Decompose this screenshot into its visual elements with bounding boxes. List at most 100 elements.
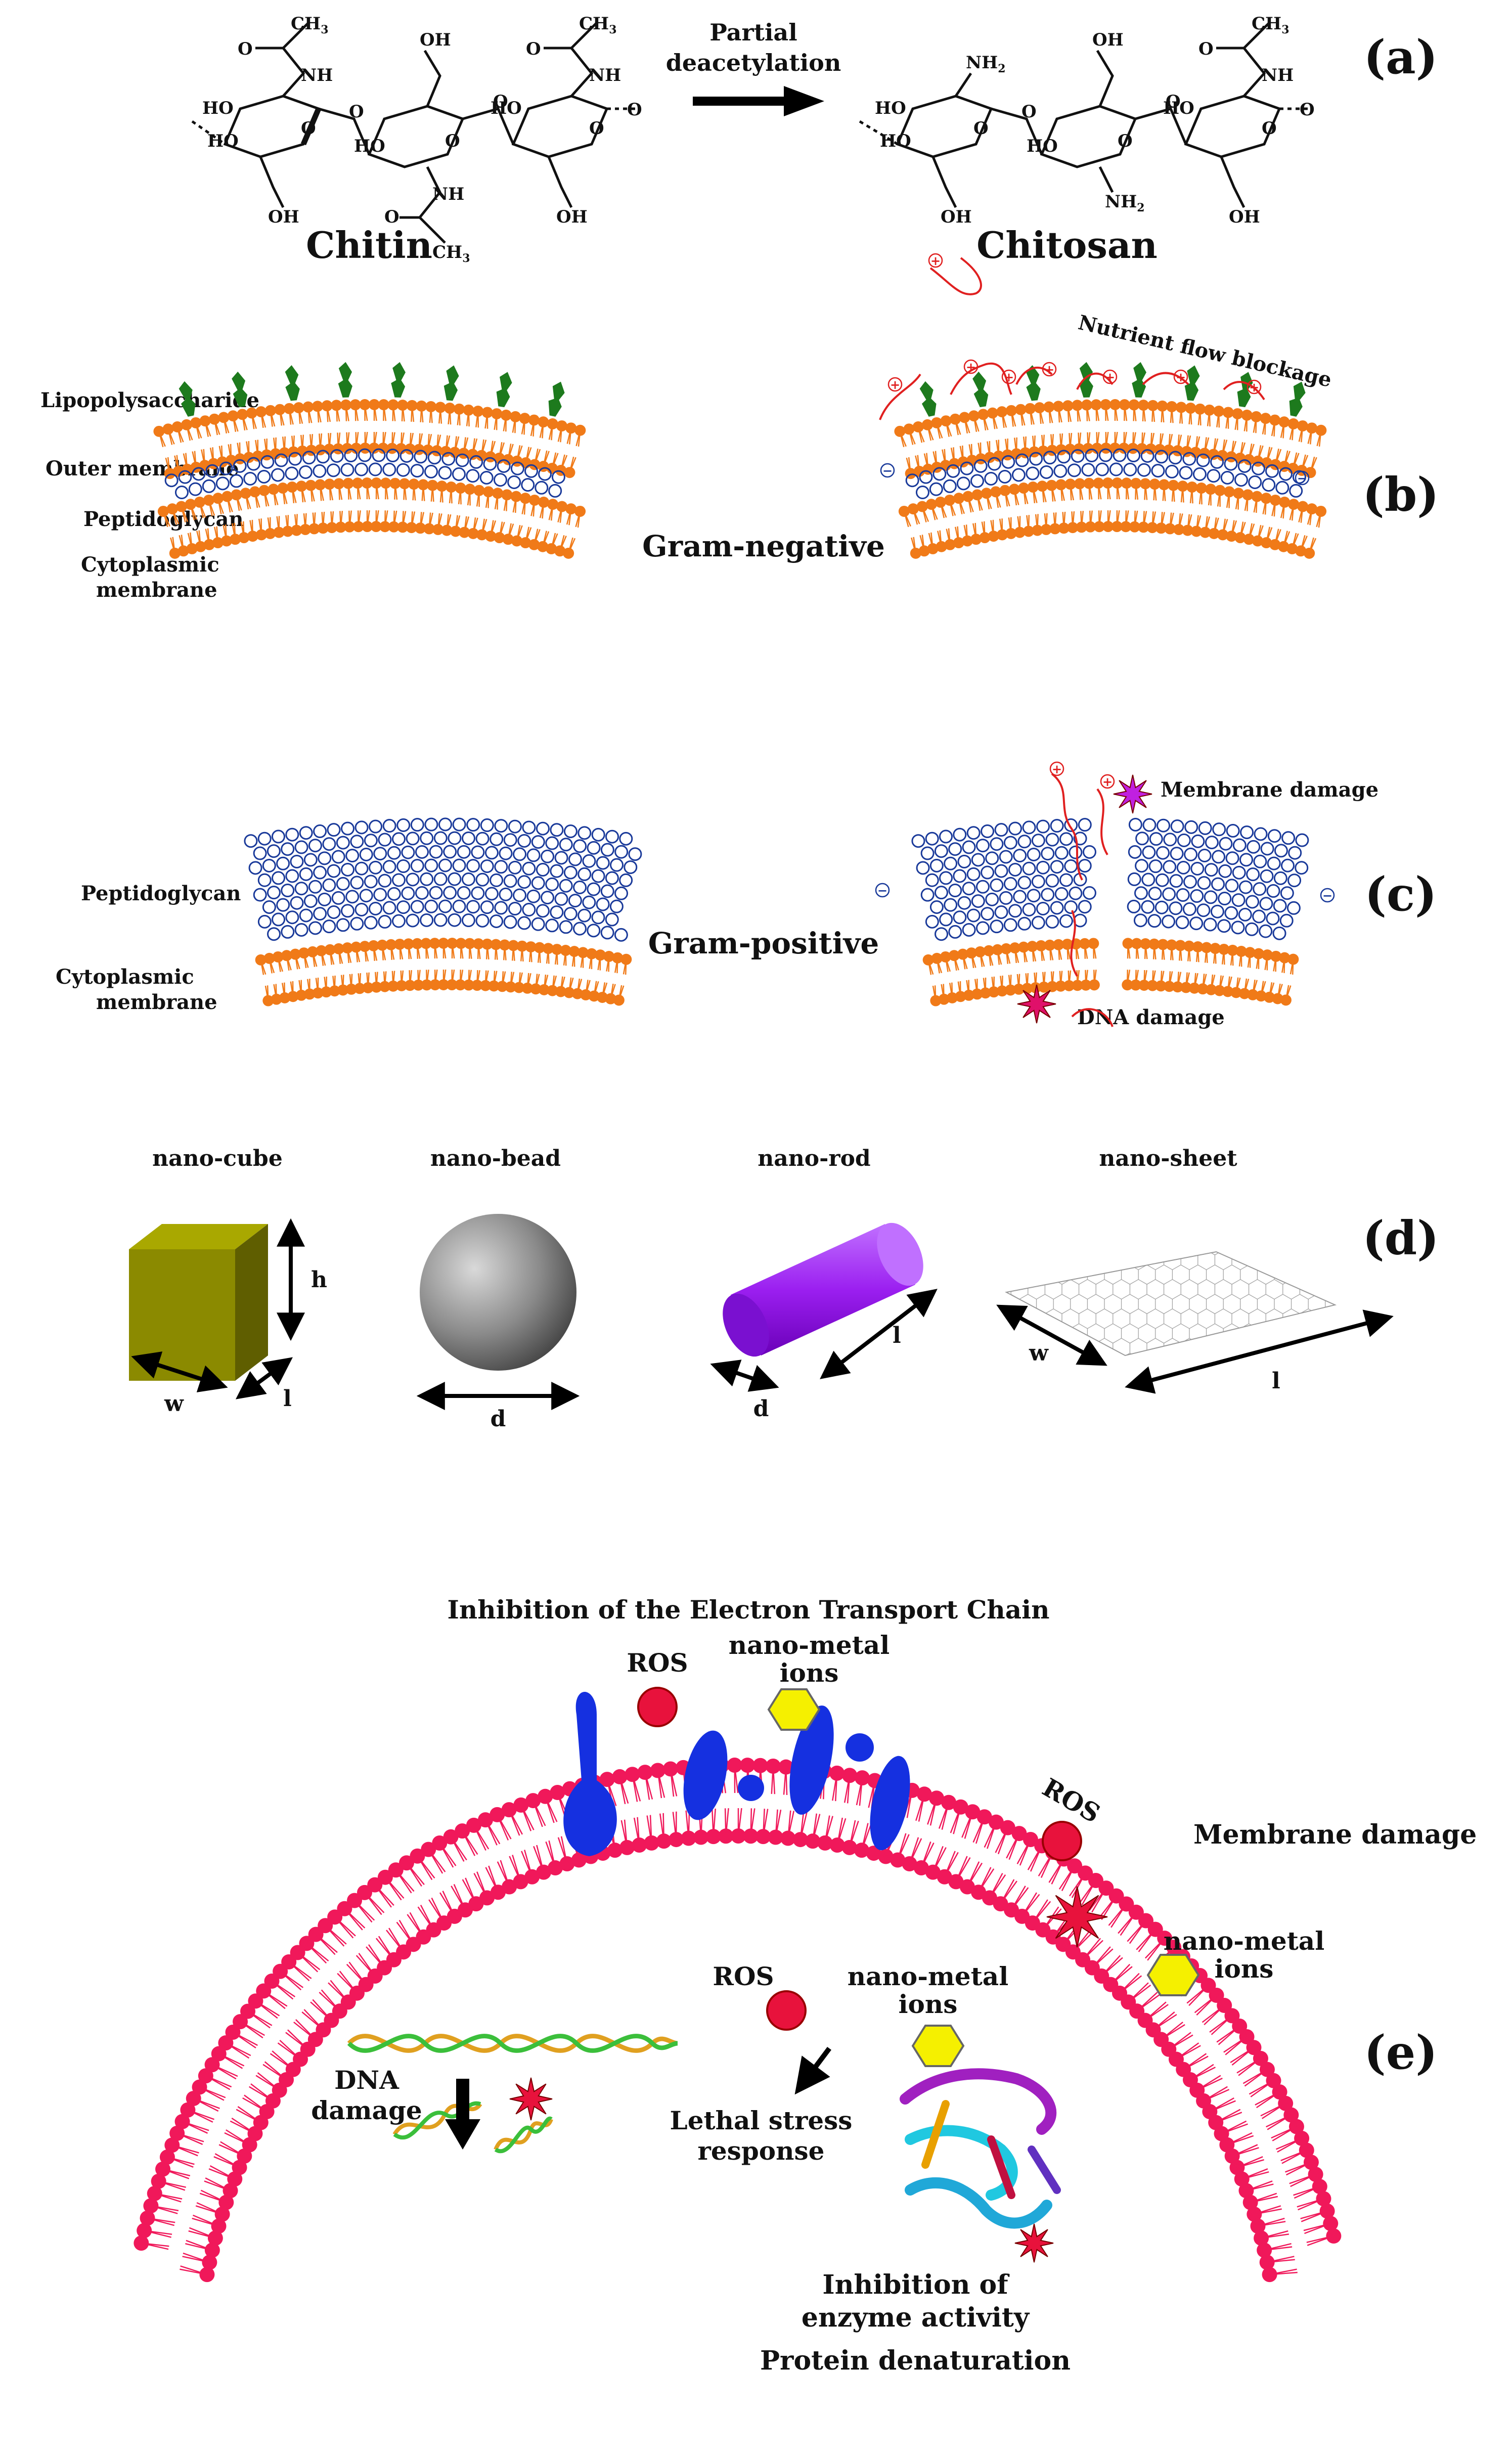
positive-charge: + <box>966 360 976 374</box>
panel-label-d: (d) <box>1362 1211 1439 1265</box>
positive-charge: + <box>1044 362 1054 377</box>
panel-label-e: (e) <box>1364 2025 1438 2080</box>
atom-label: HO <box>207 131 239 151</box>
positive-charge: + <box>890 377 900 392</box>
dim-w-sheet: w <box>1029 1340 1049 1366</box>
arrow-head <box>784 86 824 116</box>
positive-charge: + <box>1105 370 1115 384</box>
lethal-stress-arrow <box>794 2047 831 2095</box>
label-peptidoglycan-c: Peptidoglycan <box>81 882 241 905</box>
lethal-stress-label-line2: response <box>698 2136 825 2166</box>
panel-label-c: (c) <box>1364 867 1437 922</box>
damage-stars <box>509 774 1152 2263</box>
dim-l-sheet: l <box>1272 1368 1280 1394</box>
nano-metal-label-right-line2: ions <box>1215 1954 1274 1984</box>
dna-helix <box>347 2034 678 2053</box>
atom-label: O <box>1262 118 1277 139</box>
ros-label-right: ROS <box>1038 1772 1105 1829</box>
atom-label: O <box>349 102 364 122</box>
atom-label: NH2 <box>966 53 1006 75</box>
label-cytoplasmic-c-line2: membrane <box>96 990 217 1014</box>
atom-label: NH <box>1262 65 1294 85</box>
chitosan-chains: ++++++++++−−−− <box>875 253 1335 1027</box>
gram-negative-label: Gram-negative <box>642 529 885 563</box>
dim-h: h <box>311 1267 327 1293</box>
atom-label: O <box>589 118 604 139</box>
ros-label-top: ROS <box>627 1648 688 1678</box>
chitin-label: Chitin <box>306 224 432 267</box>
nano-rod-label: nano-rod <box>758 1146 870 1171</box>
chitosan-structure <box>859 22 1310 208</box>
atom-label: CH3 <box>579 14 617 36</box>
atom-label: HO <box>1027 136 1058 156</box>
atom-label: NH <box>432 184 464 204</box>
enzyme-inhibition-label-line1: Inhibition of <box>822 2269 1010 2300</box>
nano-cube-label: nano-cube <box>152 1146 283 1171</box>
nano-metal-label-right-line1: nano-metal <box>1164 1926 1324 1956</box>
atom-label: NH <box>589 65 621 85</box>
atom-label: OH <box>556 207 588 227</box>
cell-membrane <box>134 1758 1342 2283</box>
label-lipopolysaccharide: Lipopolysaccharide <box>40 388 259 412</box>
gram-positive-envelope-intact <box>244 817 642 1006</box>
membrane-damage-label-e: Membrane damage <box>1193 1819 1477 1850</box>
enzyme-inhibition-label-line2: enzyme activity <box>802 2302 1030 2333</box>
atom-label: O <box>238 39 253 59</box>
membrane-damage-label-c: Membrane damage <box>1161 778 1378 802</box>
atom-label: OH <box>941 207 972 227</box>
gram-positive-label: Gram-positive <box>648 926 879 960</box>
arrow-label-line1: Partial <box>709 19 797 46</box>
atom-label: O <box>1166 92 1181 112</box>
ros-particles <box>637 1687 1082 2031</box>
dim-l: l <box>283 1386 292 1412</box>
atom-label: O <box>1021 102 1037 122</box>
dim-d-rod: d <box>753 1396 769 1422</box>
nano-sheet-shape <box>996 1251 1394 1394</box>
nano-metal-label-middle-line1: nano-metal <box>848 1961 1008 1991</box>
atom-label: O <box>1118 131 1133 151</box>
gram-negative-envelope-intact <box>153 362 586 559</box>
atom-label: NH <box>301 65 333 85</box>
atom-label: HO <box>875 98 906 118</box>
atom-label: CH3 <box>432 242 470 265</box>
label-cytoplasmic-line2: membrane <box>96 578 217 602</box>
ros-label-middle: ROS <box>713 1961 774 1991</box>
atom-label: O <box>493 92 508 112</box>
atom-label: OH <box>1229 207 1260 227</box>
atom-label: HO <box>202 98 234 118</box>
atom-label: HO <box>1163 98 1194 118</box>
dim-w: w <box>164 1391 184 1417</box>
atom-label: O <box>301 118 316 139</box>
dim-l-rod: l <box>893 1323 901 1348</box>
nano-bead-shape <box>416 1214 580 1410</box>
atom-label: HO <box>354 136 385 156</box>
negative-charge: − <box>877 883 887 898</box>
atom-label: CH3 <box>291 14 329 36</box>
label-cytoplasmic-c-line1: Cytoplasmic <box>56 965 194 989</box>
etc-title: Inhibition of the Electron Transport Cha… <box>448 1595 1050 1625</box>
nano-metal-label-middle-line2: ions <box>899 1989 958 2019</box>
nano-metal-label-top-line1: nano-metal <box>729 1630 890 1660</box>
atom-label: O <box>1198 39 1214 59</box>
label-cytoplasmic-line1: Cytoplasmic <box>81 553 219 577</box>
negative-charge: − <box>1322 888 1332 903</box>
atom-label: NH2 <box>1105 192 1145 214</box>
positive-charge: + <box>930 253 941 268</box>
atom-label: OH <box>268 207 299 227</box>
panel-label-a: (a) <box>1364 30 1438 84</box>
atom-label: OH <box>420 30 451 50</box>
chitin-structure <box>191 22 637 244</box>
dna-damage-label-c: DNA damage <box>1077 1005 1225 1029</box>
arrow-label-line2: deacetylation <box>666 49 841 76</box>
negative-charge: − <box>882 463 893 478</box>
dna-damage-arrow-head <box>445 2119 480 2150</box>
etc-proteins <box>563 1692 910 1856</box>
nano-metal-label-top-line2: ions <box>780 1658 839 1688</box>
atom-label: O <box>526 39 541 59</box>
atom-label: O <box>1300 100 1315 120</box>
atom-label: O <box>445 131 460 151</box>
gram-negative-envelope-chitosan <box>894 362 1327 559</box>
atom-label: O <box>627 100 642 120</box>
nano-metal-ion-particles <box>767 1688 1200 2067</box>
enzyme-protein-ribbon <box>900 2068 1061 2229</box>
